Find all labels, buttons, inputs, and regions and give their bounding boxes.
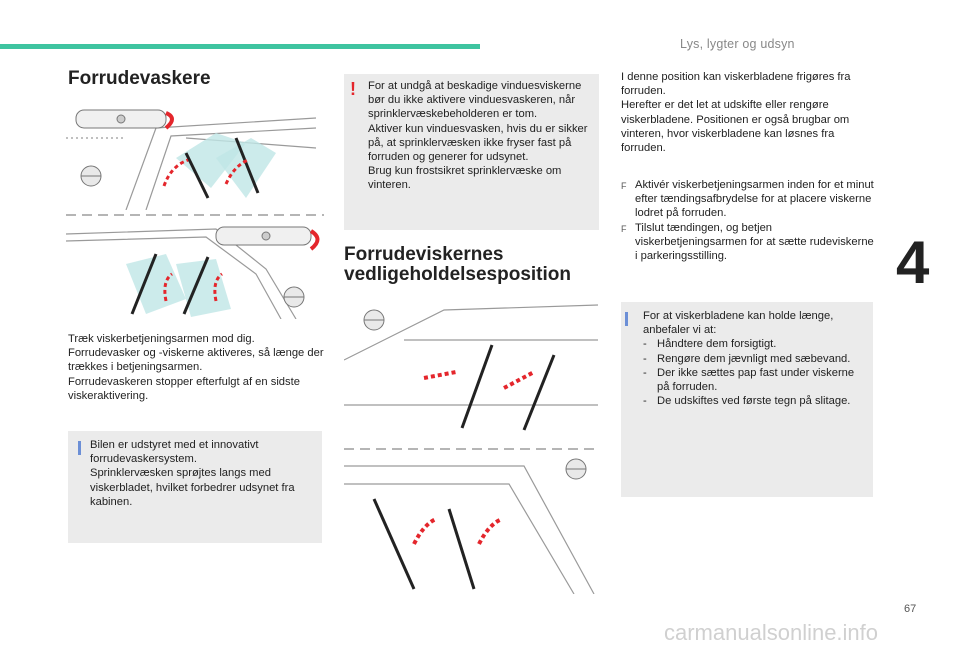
- care-item: - Rengøre dem jævnligt med sæbevand.: [643, 352, 868, 366]
- page-title: Forrudevaskere: [68, 68, 211, 89]
- washer-instructions: Træk viskerbetjeningsarmen mod dig. Forr…: [68, 333, 324, 402]
- steering-wheel-icon: [283, 286, 305, 308]
- dash-glyph: -: [643, 352, 647, 365]
- dash-glyph: -: [643, 338, 647, 351]
- bullet-glyph: F: [621, 181, 627, 191]
- title-line-2: vedligeholdelsesposition: [344, 264, 571, 285]
- steering-wheel-icon: [363, 309, 385, 331]
- care-text: Rengøre dem jævnligt med sæbevand.: [657, 352, 851, 365]
- chapter-number: 4: [896, 229, 930, 296]
- maintenance-position-title: Forrudeviskernes vedligeholdelsespositio…: [344, 245, 571, 285]
- maintenance-intro: I denne position kan viskerbladene frigø…: [621, 71, 851, 155]
- illustration-divider: [66, 214, 324, 216]
- illustration-divider-2: [344, 448, 598, 450]
- info-icon: [625, 312, 628, 326]
- warning-icon: !: [350, 79, 356, 99]
- page-number: 67: [904, 603, 917, 615]
- maintenance-steps: F Aktivér viskerbetjeningsarmen inden fo…: [621, 178, 876, 263]
- stalk-lever-icon: [75, 109, 174, 130]
- info-box-text: Bilen er udstyret med et innovativt forr…: [90, 439, 295, 508]
- stalk-lever-icon: [215, 226, 320, 251]
- care-text: Håndtere dem forsigtigt.: [657, 338, 777, 351]
- step-text: Tilslut tændingen, og betjen viskerbetje…: [635, 221, 874, 263]
- care-text: Der ikke sættes pap fast under viskerne …: [657, 366, 855, 394]
- washer-activation-illustration-2: [66, 226, 320, 319]
- info-box-care-content: For at viskerbladene kan holde længe, an…: [643, 309, 868, 408]
- washer-activation-illustration: [66, 109, 317, 210]
- steering-wheel-icon: [80, 165, 102, 187]
- dash-glyph: -: [643, 366, 647, 379]
- warning-box: ! For at undgå at beskadige vinduesviske…: [344, 74, 599, 230]
- info-intro: For at viskerbladene kan holde længe, an…: [643, 310, 834, 337]
- care-item: - Der ikke sættes pap fast under viskern…: [643, 366, 868, 394]
- care-item: - De udskiftes ved første tegn på slitag…: [643, 394, 868, 408]
- maintenance-position-illustration-2: [344, 458, 595, 594]
- title-line-1: Forrudeviskernes: [344, 244, 504, 265]
- info-box-care: For at viskerbladene kan holde længe, an…: [621, 302, 873, 497]
- top-accent-bar: [0, 44, 480, 49]
- maintenance-position-illustration: [344, 304, 598, 431]
- step-item: F Tilslut tændingen, og betjen viskerbet…: [621, 221, 876, 264]
- watermark: carmanualsonline.info: [664, 620, 879, 645]
- steering-wheel-icon: [565, 458, 587, 480]
- info-box-washer-system: Bilen er udstyret med et innovativt forr…: [68, 431, 322, 543]
- section-title: Lys, lygter og udsyn: [680, 37, 795, 51]
- bullet-glyph: F: [621, 223, 627, 234]
- warning-box-text: For at undgå at beskadige vinduesviskern…: [368, 80, 588, 192]
- dash-glyph: -: [643, 395, 647, 408]
- step-text: Aktivér viskerbetjeningsarmen inden for …: [635, 179, 874, 220]
- info-icon: [78, 441, 81, 455]
- care-item: - Håndtere dem forsigtigt.: [643, 337, 868, 351]
- step-item: F Aktivér viskerbetjeningsarmen inden fo…: [621, 178, 876, 221]
- care-text: De udskiftes ved første tegn på slitage.: [657, 395, 851, 408]
